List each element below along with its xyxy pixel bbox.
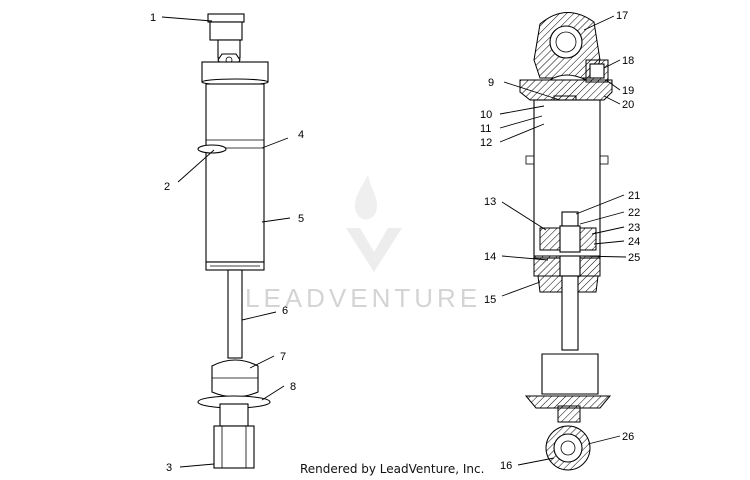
- callout-17: 17: [616, 10, 628, 22]
- callout-19: 19: [622, 85, 634, 97]
- callout-14: 14: [484, 251, 496, 263]
- top-cap: [207, 13, 245, 23]
- callout-26: 26: [622, 431, 634, 443]
- callout-15: 15: [484, 294, 496, 306]
- cutaway-bumper: [541, 353, 599, 395]
- callout-20: 20: [622, 99, 634, 111]
- callout-24: 24: [628, 236, 640, 248]
- callout-labels: 1 2 3 4 5 6 7 8 9 10 11 12 13 14 15 16 1…: [150, 10, 640, 474]
- callout-1: 1: [150, 12, 156, 24]
- left-shock-exterior: [197, 13, 271, 469]
- left-lug: [525, 155, 535, 165]
- callout-12: 12: [480, 137, 492, 149]
- callout-5: 5: [298, 213, 304, 225]
- collar-ring: [197, 144, 227, 154]
- piston-shaft: [227, 269, 243, 359]
- callout-23: 23: [628, 222, 640, 234]
- callout-16: 16: [500, 460, 512, 472]
- callout-3: 3: [166, 462, 172, 474]
- top-bearing: [549, 25, 583, 59]
- bottom-bearing: [553, 433, 583, 463]
- callout-11: 11: [480, 123, 491, 135]
- bumper: [211, 359, 259, 398]
- right-shock-cutaway: [519, 12, 613, 471]
- callout-10: 10: [480, 109, 492, 121]
- callout-6: 6: [282, 305, 288, 317]
- shock-body: [205, 83, 265, 263]
- callout-13: 13: [484, 196, 496, 208]
- bottom-eye-mount: [213, 425, 255, 469]
- callout-21: 21: [628, 190, 640, 202]
- leader-lines: [161, 15, 627, 468]
- callout-8: 8: [290, 381, 296, 393]
- callout-22: 22: [628, 207, 640, 219]
- callout-25: 25: [628, 252, 640, 264]
- lower-collar: [557, 405, 581, 423]
- cutaway-shaft: [561, 275, 579, 351]
- piston-nut: [561, 211, 579, 227]
- render-credit: Rendered by LeadVenture, Inc.: [300, 462, 485, 476]
- callout-2: 2: [164, 181, 170, 193]
- watermark-text: LEADVENTURE: [245, 283, 481, 313]
- callout-4: 4: [298, 129, 304, 141]
- cutaway-spring-seat: [524, 395, 612, 409]
- callout-9: 9: [488, 77, 494, 89]
- right-lug: [599, 155, 609, 165]
- callout-7: 7: [280, 351, 286, 363]
- watermark-logo: [346, 175, 402, 272]
- seat-hub: [219, 403, 249, 427]
- callout-18: 18: [622, 55, 634, 67]
- valve-housing: [209, 21, 243, 41]
